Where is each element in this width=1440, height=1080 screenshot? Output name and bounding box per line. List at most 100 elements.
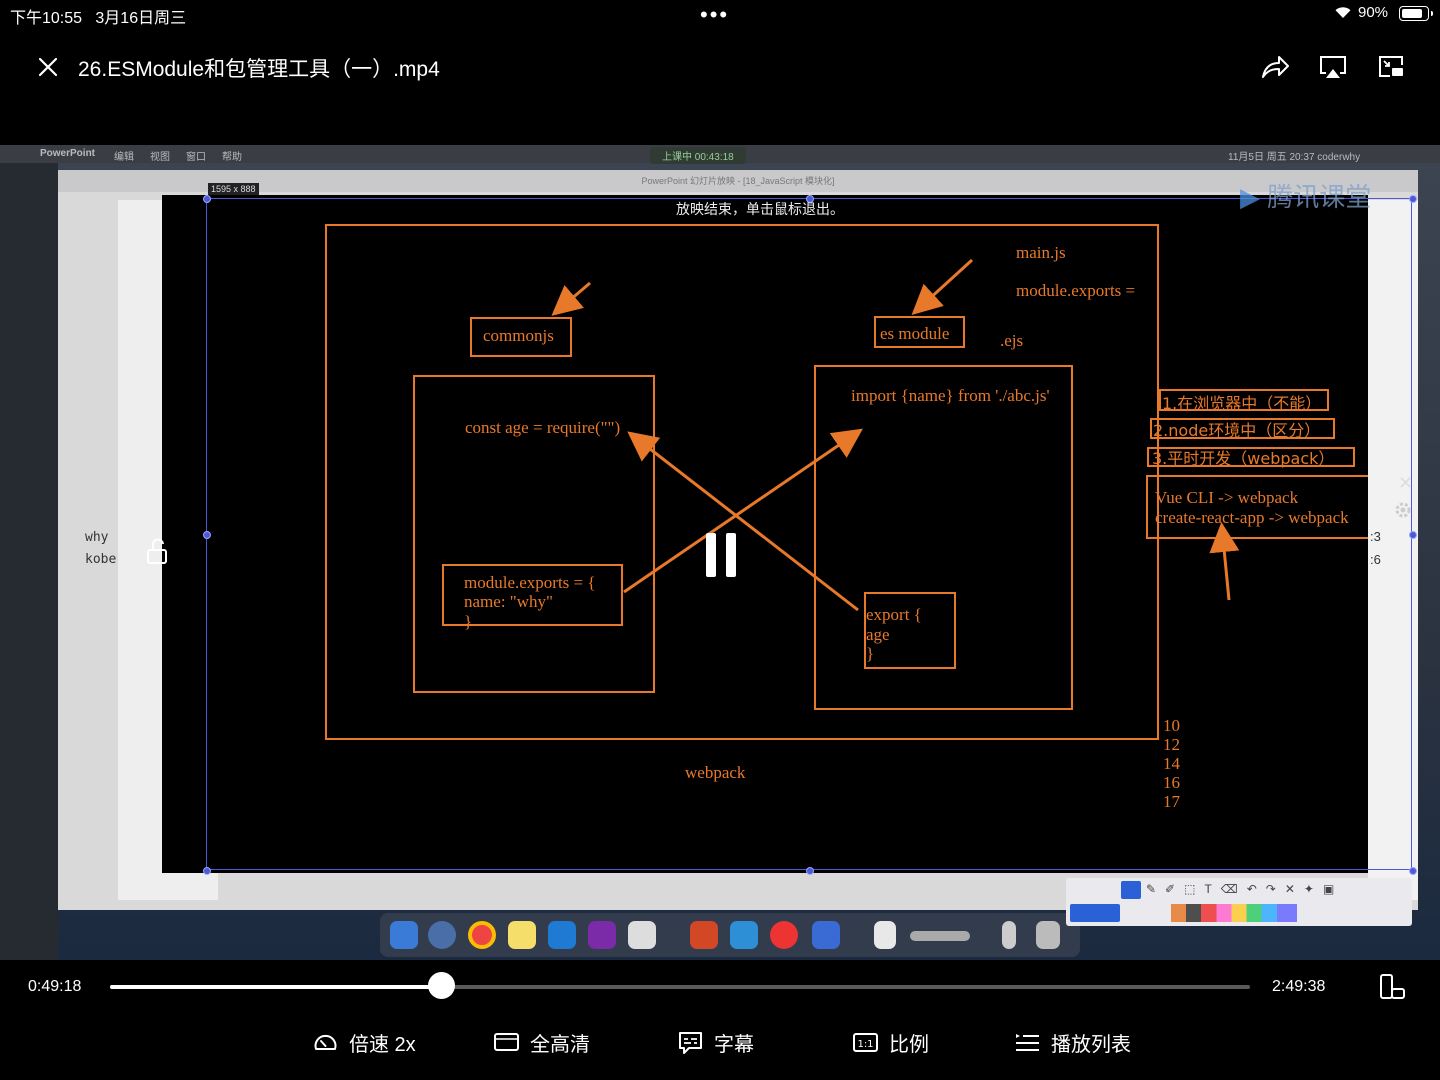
- text-number: 16: [1163, 773, 1180, 792]
- text-export-open: export {: [866, 605, 922, 624]
- playlist-icon: [1016, 1034, 1039, 1051]
- svg-text:1:1: 1:1: [857, 1039, 873, 1050]
- text-number: 14: [1163, 754, 1181, 773]
- play-logo-icon: ▶: [1240, 182, 1260, 212]
- resize-handle[interactable]: [203, 867, 211, 875]
- webpack-box: [325, 224, 1159, 740]
- subtitles-button[interactable]: 字幕: [677, 1028, 754, 1057]
- gear-icon[interactable]: [1394, 501, 1412, 524]
- commonjs-file-box: [413, 375, 655, 693]
- netease-music-icon[interactable]: [770, 921, 798, 949]
- current-time: 0:49:18: [28, 978, 82, 995]
- slide-area[interactable]: commonjs es module main.js module.export…: [162, 195, 1368, 873]
- screen-icon: [494, 1033, 519, 1051]
- edge-number: :6: [1370, 552, 1381, 567]
- menubar-app: PowerPoint: [40, 148, 96, 159]
- speed-button[interactable]: 倍速 2x: [312, 1028, 416, 1057]
- resize-handle[interactable]: [806, 867, 814, 875]
- text-close-brace-1: }: [464, 612, 472, 631]
- multitasking-dots-icon[interactable]: •••: [700, 2, 730, 27]
- edge-number: :3: [1370, 529, 1381, 544]
- close-button[interactable]: [36, 55, 60, 79]
- file-icon[interactable]: [874, 921, 896, 949]
- pause-button[interactable]: [706, 533, 736, 577]
- ppt-right-panel: [1368, 200, 1418, 900]
- video-frame[interactable]: PowerPoint 编辑 视图 窗口 帮助 上课中 00:43:18 11月5…: [0, 145, 1440, 960]
- trash-icon[interactable]: [1036, 921, 1060, 949]
- text-module-exports-eq: module.exports =: [1016, 281, 1135, 300]
- resize-handle[interactable]: [1409, 195, 1417, 203]
- progress-thumb[interactable]: [428, 972, 456, 999]
- sidebar-name-kobe: kobe: [85, 552, 117, 567]
- battery-level: [1402, 9, 1422, 18]
- text-export-age: age: [866, 625, 890, 644]
- speedometer-icon: [314, 1034, 337, 1050]
- ppt-window-title: PowerPoint 幻灯片放映 - [18_JavaScript 模块化]: [58, 170, 1418, 192]
- wifi-icon: [1334, 5, 1352, 24]
- resize-handle[interactable]: [203, 195, 211, 203]
- esmodule-box: [874, 316, 965, 348]
- window-minimized-icon[interactable]: [910, 931, 970, 941]
- playlist-button[interactable]: 播放列表: [1014, 1028, 1131, 1057]
- arrow-to-esmodule: [911, 258, 974, 316]
- text-number: 10: [1163, 716, 1180, 735]
- rotate-screen-button[interactable]: [1377, 972, 1407, 1007]
- quality-button[interactable]: 全高清: [493, 1028, 590, 1057]
- watermark-text: 腾讯课堂: [1267, 182, 1372, 212]
- notes-icon[interactable]: [508, 921, 536, 949]
- status-time: 下午10:55 3月16日周三: [10, 4, 186, 28]
- speed-label: 倍速 2x: [349, 1034, 416, 1056]
- document-icon[interactable]: [1002, 921, 1016, 949]
- color-palette[interactable]: [1171, 904, 1297, 922]
- vscode-icon[interactable]: [548, 921, 576, 949]
- airplay-button[interactable]: [1318, 52, 1348, 82]
- text-close-brace-2: }: [866, 644, 874, 663]
- share-button[interactable]: [1260, 52, 1290, 82]
- close-tools-icon[interactable]: ✕: [1398, 473, 1414, 493]
- total-time: 2:49:38: [1272, 978, 1326, 995]
- progress-track[interactable]: [110, 985, 1250, 989]
- aspect-ratio-button[interactable]: 1:1 比例: [852, 1028, 929, 1057]
- resize-handle[interactable]: [1409, 531, 1417, 539]
- text-cra: create-react-app -> webpack: [1155, 508, 1349, 527]
- video-title: 26.ESModule和包管理工具（一）.mp4: [78, 58, 440, 81]
- text-name-why: name: "why": [464, 592, 553, 611]
- text-const-age: const age = require(""): [465, 418, 620, 437]
- arrow-cross-1: [623, 428, 863, 594]
- launchpad-icon[interactable]: [428, 921, 456, 949]
- finder-icon[interactable]: [390, 921, 418, 949]
- pen-color-icon[interactable]: [1070, 904, 1120, 922]
- toolbar-tools-icon[interactable]: ✎✐⬚T⌫↶↷✕✦▣: [1146, 882, 1344, 896]
- resize-handle[interactable]: [1409, 867, 1417, 875]
- note1-box: [1159, 389, 1329, 411]
- text-module-exports-obj: module.exports = {: [464, 573, 596, 592]
- slideshow-end-message: 放映结束，单击鼠标退出。: [676, 202, 844, 218]
- quality-label: 全高清: [530, 1034, 590, 1056]
- picture-in-picture-icon: [1379, 56, 1403, 77]
- text-note3: 3.平时开发（webpack）: [1152, 449, 1334, 468]
- subtitles-label: 字幕: [714, 1034, 754, 1056]
- powerpoint-icon[interactable]: [690, 921, 718, 949]
- picture-in-picture-button[interactable]: [1376, 52, 1406, 82]
- screenshot-icon[interactable]: [812, 921, 840, 949]
- slide-diagram: commonjs es module main.js module.export…: [325, 224, 1368, 811]
- pen-tool-icon[interactable]: [1121, 881, 1141, 899]
- resize-handle[interactable]: [806, 195, 814, 203]
- menubar-clock: 11月5日 周五 20:37 coderwhy: [1228, 152, 1361, 163]
- chrome-icon[interactable]: [468, 921, 496, 949]
- subtitles-icon: [679, 1032, 702, 1054]
- typora-icon[interactable]: [628, 921, 656, 949]
- status-clock: 下午10:55: [10, 10, 83, 27]
- close-icon: [38, 57, 58, 77]
- resize-handle[interactable]: [203, 531, 211, 539]
- note2-box: [1150, 418, 1335, 439]
- onenote-icon[interactable]: [588, 921, 616, 949]
- module-exports-box: [442, 564, 623, 626]
- text-vue-cli: Vue CLI -> webpack: [1155, 488, 1299, 507]
- share-icon: [1262, 56, 1289, 78]
- recording-badge: 上课中 00:43:18: [650, 147, 746, 164]
- tencent-classroom-icon[interactable]: [730, 921, 758, 949]
- text-ejs: .ejs: [1000, 331, 1023, 350]
- unlock-icon[interactable]: [144, 538, 170, 571]
- sidebar-name-why: why: [85, 530, 109, 545]
